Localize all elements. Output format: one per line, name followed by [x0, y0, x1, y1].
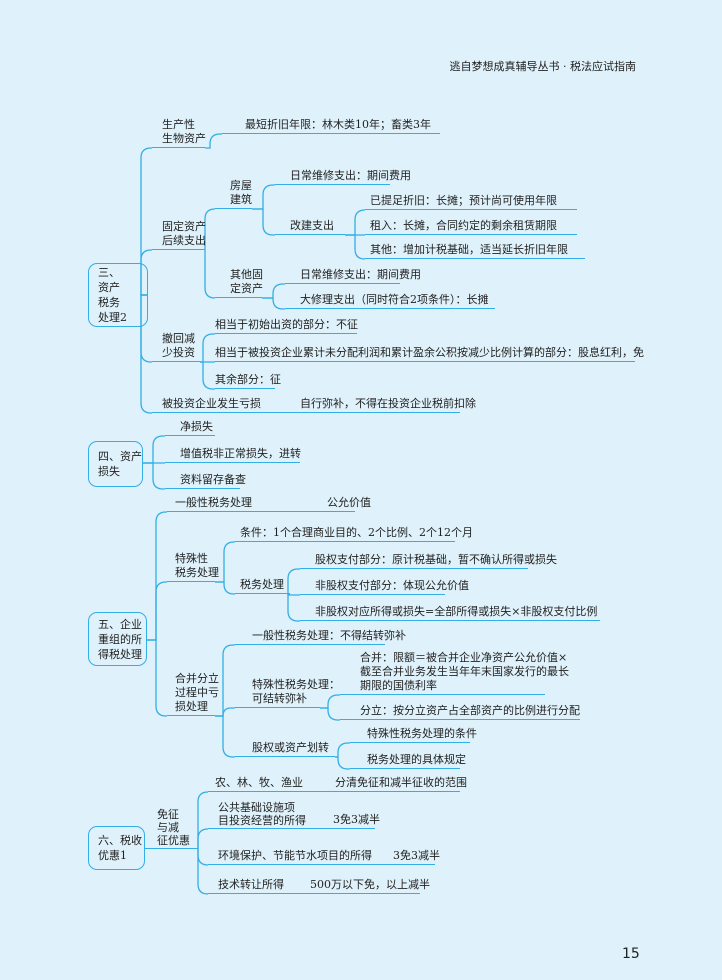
node-special-conditions: 条件：1个合理商业目的、2个比例、2个12个月: [235, 526, 473, 542]
node-special-tax-treatment: 税务处理: [235, 578, 290, 594]
connector-12-0: [320, 694, 340, 709]
connector-0-1: [140, 249, 152, 296]
connector-0-3: [140, 294, 152, 414]
node-other-fixed: 其他固 定资产: [215, 268, 263, 298]
node-bio-asset-detail: 最短折旧年限：林木类10年；畜类3年: [222, 118, 440, 134]
node-investee-loss: 被投资企业发生亏损: [152, 397, 275, 413]
node-environment: 环境保护、节能节水项目的所得: [208, 849, 380, 865]
node-withdraw-investment: 撤回减 少投资: [152, 332, 200, 362]
node-merger-special: 特殊性税务处理： 可结转弥补: [235, 678, 340, 708]
node-equity-payment: 股权支付部分：原计税基础，暂不确认所得或损失: [300, 553, 557, 569]
node-non-equity-gain: 非股权对应所得或损失=全部所得或损失×非股权支付比例: [300, 605, 600, 621]
node-house-repair: 日常维修支出：期间费用: [275, 169, 411, 185]
node-withdraw-rest: 其余部分：征: [215, 373, 281, 389]
node-agriculture-detail: 分清免征和减半征收的范围: [315, 776, 467, 792]
connector-3-0: [252, 184, 275, 210]
node-exemption-reduction: 免征 与减 征优惠: [145, 808, 198, 849]
node-net-loss: 净损失: [165, 420, 215, 436]
node-split-allocation: 分立：按分立资产占全部资产的比例进行分配: [340, 704, 580, 720]
node-tax-incentive-root: 六、税收 优惠1: [88, 826, 145, 870]
node-infrastructure: 公共基础设施项 目投资经营的所得: [208, 801, 330, 829]
node-environment-detail: 3免3减半: [380, 849, 440, 865]
node-merger-general: 一般性税务处理：不得结转弥补: [235, 629, 406, 645]
node-non-equity-payment: 非股权支付部分：体现公允价值: [300, 579, 469, 595]
connector-10-0: [287, 568, 300, 595]
connector-4-2: [345, 234, 366, 260]
node-reorg-root: 五、企业 重组的所 得税处理: [88, 612, 147, 666]
node-other-major-repair: 大修理支出（同时符合2项条件）：长摊: [285, 293, 495, 309]
connector-14-2: [197, 849, 209, 866]
connector-6-2: [200, 361, 215, 390]
node-rebuild-depreciated: 已提足折旧：长摊；预计尚可使用年限: [365, 194, 577, 210]
connector-0-0: [140, 147, 152, 296]
connector-2-1: [204, 250, 216, 299]
connector-2-0: [204, 208, 216, 250]
node-house: 房屋 建筑: [215, 179, 252, 209]
node-infrastructure-detail: 3免3减半: [330, 813, 380, 829]
node-withdraw-initial: 相当于初始出资的部分：不征: [215, 318, 358, 334]
connector-14-0: [197, 791, 209, 849]
node-bio-asset: 生产性 生物资产: [152, 118, 206, 148]
connector-3-1: [252, 208, 275, 236]
node-rebuild-other: 其他：增加计税基础，适当延长折旧年限: [365, 243, 585, 259]
connector-11-1: [215, 707, 235, 717]
node-merger-loss: 合并分立 过程中亏 损处理: [167, 672, 219, 716]
node-general-fair-value: 公允价值: [290, 496, 371, 512]
connector-8-2: [147, 639, 167, 717]
node-tech-transfer: 技术转让所得: [208, 878, 300, 894]
connector-5-0: [262, 283, 285, 299]
connector-7-0: [143, 435, 165, 464]
node-general-treatment: 一般性税务处理: [167, 496, 290, 512]
node-vat-loss: 增值税非正常损失，进转: [165, 447, 301, 463]
connector-13-0: [335, 742, 350, 758]
node-asset-tax-root: 三、 资产 税务 处理2: [88, 263, 148, 327]
node-record-keeping: 资料留存备查: [165, 473, 246, 489]
node-transfer-rules: 税务处理的具体规定: [350, 753, 466, 769]
node-fixed-asset: 固定资产 后续支出: [152, 220, 206, 250]
connector-9-0: [215, 541, 235, 583]
connector-12-1: [320, 707, 340, 721]
connector-8-1: [147, 581, 167, 641]
connector-6-0: [200, 333, 215, 363]
node-other-repair: 日常维修支出：期间费用: [285, 268, 421, 284]
connector-4-0: [345, 209, 366, 236]
connector-14-3: [197, 849, 209, 895]
node-asset-loss-root: 四、资产 损失: [88, 441, 143, 487]
connector-9-1: [215, 581, 235, 595]
connector-11-2: [215, 715, 235, 758]
node-rebuild-leased: 租入：长摊，合同约定的剩余租赁期限: [365, 219, 577, 235]
node-investee-loss-detail: 自行弥补，不得在投资企业税前扣除: [275, 397, 476, 413]
node-merger-limit: 合并：限额＝被合并企业净资产公允价值× 截至合并业务发生当年年末国家发行的最长 …: [340, 651, 569, 695]
connector-10-2: [287, 593, 300, 622]
connector-14-1: [197, 828, 209, 849]
node-tech-transfer-detail: 500万以下免，以上减半: [300, 878, 430, 894]
running-header: 逃自梦想成真辅导丛书 · 税法应试指南: [449, 60, 637, 73]
connector-13-1: [335, 756, 350, 770]
page-number: 15: [622, 946, 640, 962]
node-house-rebuild: 改建支出: [275, 219, 345, 235]
connector-1-0: [205, 133, 222, 149]
connector-5-1: [262, 297, 285, 310]
node-agriculture: 农、林、牧、渔业: [208, 776, 315, 792]
node-asset-transfer: 股权或资产划转: [235, 741, 335, 757]
connector-8-0: [147, 511, 167, 641]
node-withdraw-dividend: 相当于被投资企业累计未分配利润和累计盈余公积按减少比例计算的部分：股息红利，免: [215, 346, 644, 362]
node-transfer-conditions: 特殊性税务处理的条件: [350, 727, 477, 743]
connector-11-0: [215, 644, 235, 717]
node-special-treatment: 特殊性 税务处理: [167, 552, 219, 582]
connector-7-2: [143, 462, 165, 490]
